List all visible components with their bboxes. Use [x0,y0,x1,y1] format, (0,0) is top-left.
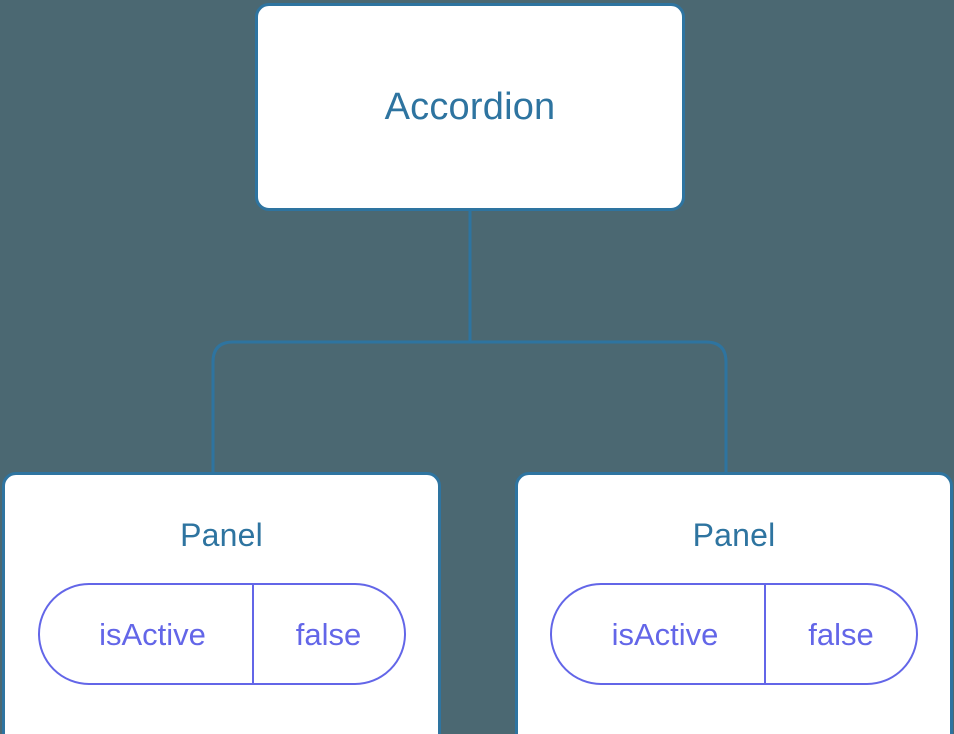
prop-pill-left[interactable]: isActive false [37,583,406,685]
connector-branch-right [470,340,728,478]
node-panel-left[interactable]: Panel isActive false [2,472,441,734]
node-panel-right-title: Panel [692,517,776,553]
prop-pill-right[interactable]: isActive false [550,583,918,685]
node-accordion-title: Accordion [384,86,556,128]
prop-value-isactive-right: false [764,585,916,683]
connector-branch-left [211,340,470,478]
prop-key-isactive-left: isActive [99,616,206,652]
node-panel-left-title: Panel [180,517,263,553]
prop-value-isactive-left: false [251,585,404,683]
node-accordion[interactable]: Accordion [255,3,685,211]
node-panel-right[interactable]: Panel isActive false [515,472,953,734]
prop-key-isactive-right: isActive [611,616,719,652]
